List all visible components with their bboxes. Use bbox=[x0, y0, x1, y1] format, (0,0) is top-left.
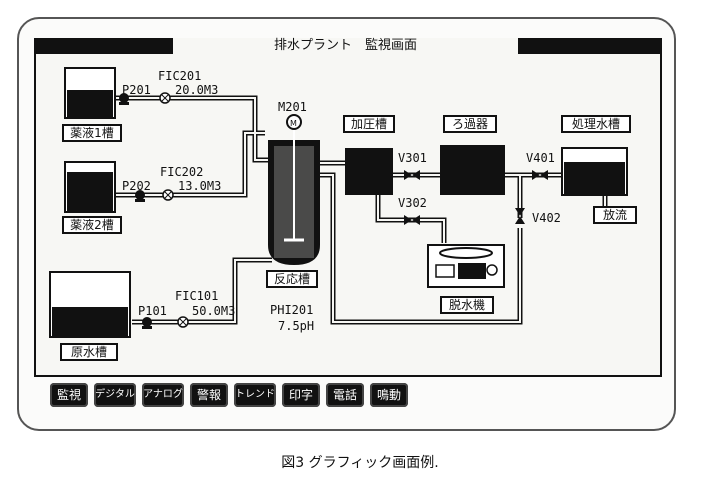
valve-label: V402 bbox=[532, 211, 561, 225]
valve-label: V401 bbox=[526, 151, 555, 165]
filter-unit bbox=[440, 145, 505, 195]
raw-water-tank-label: 原水槽 bbox=[60, 343, 118, 361]
pressure-tank bbox=[345, 148, 393, 195]
buzzer-button[interactable]: 鳴動 bbox=[370, 383, 408, 407]
chem-tank-2-label: 薬液2槽 bbox=[62, 216, 122, 234]
flow-tag: FIC101 bbox=[175, 289, 218, 303]
reaction-tank-label: 反応槽 bbox=[266, 270, 318, 288]
ph-tag: PHI201 bbox=[270, 303, 313, 317]
digital-button[interactable]: デジタル bbox=[94, 383, 136, 407]
flow-tag: FIC202 bbox=[160, 165, 203, 179]
treated-water-tank-label: 処理水槽 bbox=[561, 115, 631, 133]
phone-button[interactable]: 電話 bbox=[326, 383, 364, 407]
flow-value: 50.0M3 bbox=[192, 304, 235, 318]
pump-icon bbox=[119, 93, 152, 329]
pump-label: P101 bbox=[138, 304, 167, 318]
trend-button[interactable]: トレンド bbox=[234, 383, 276, 407]
valve-label: V302 bbox=[398, 196, 427, 210]
motor-label: M201 bbox=[278, 100, 307, 114]
discharge-label: 放流 bbox=[593, 206, 637, 224]
flow-tag: FIC201 bbox=[158, 69, 201, 83]
motor-icon bbox=[286, 114, 302, 130]
dewatering-machine-label: 脱水機 bbox=[440, 296, 494, 314]
flow-value: 20.0M3 bbox=[175, 83, 218, 97]
pressure-tank-label: 加圧槽 bbox=[343, 115, 395, 133]
valve-label: V301 bbox=[398, 151, 427, 165]
ph-value: 7.5pH bbox=[278, 319, 314, 333]
svg-text:M: M bbox=[290, 119, 297, 128]
pump-label: P201 bbox=[122, 83, 151, 97]
valve-icon bbox=[404, 170, 548, 225]
print-button[interactable]: 印字 bbox=[282, 383, 320, 407]
analog-button[interactable]: アナログ bbox=[142, 383, 184, 407]
pump-label: P202 bbox=[122, 179, 151, 193]
figure-caption: 図3 グラフィック画面例. bbox=[281, 455, 439, 471]
alarm-button[interactable]: 警報 bbox=[190, 383, 228, 407]
screen-title: 排水プラント 監視画面 bbox=[173, 38, 518, 54]
monitor-button[interactable]: 監視 bbox=[50, 383, 88, 407]
flow-value: 13.0M3 bbox=[178, 179, 221, 193]
filter-label: ろ過器 bbox=[443, 115, 497, 133]
chem-tank-1-label: 薬液1槽 bbox=[62, 124, 122, 142]
